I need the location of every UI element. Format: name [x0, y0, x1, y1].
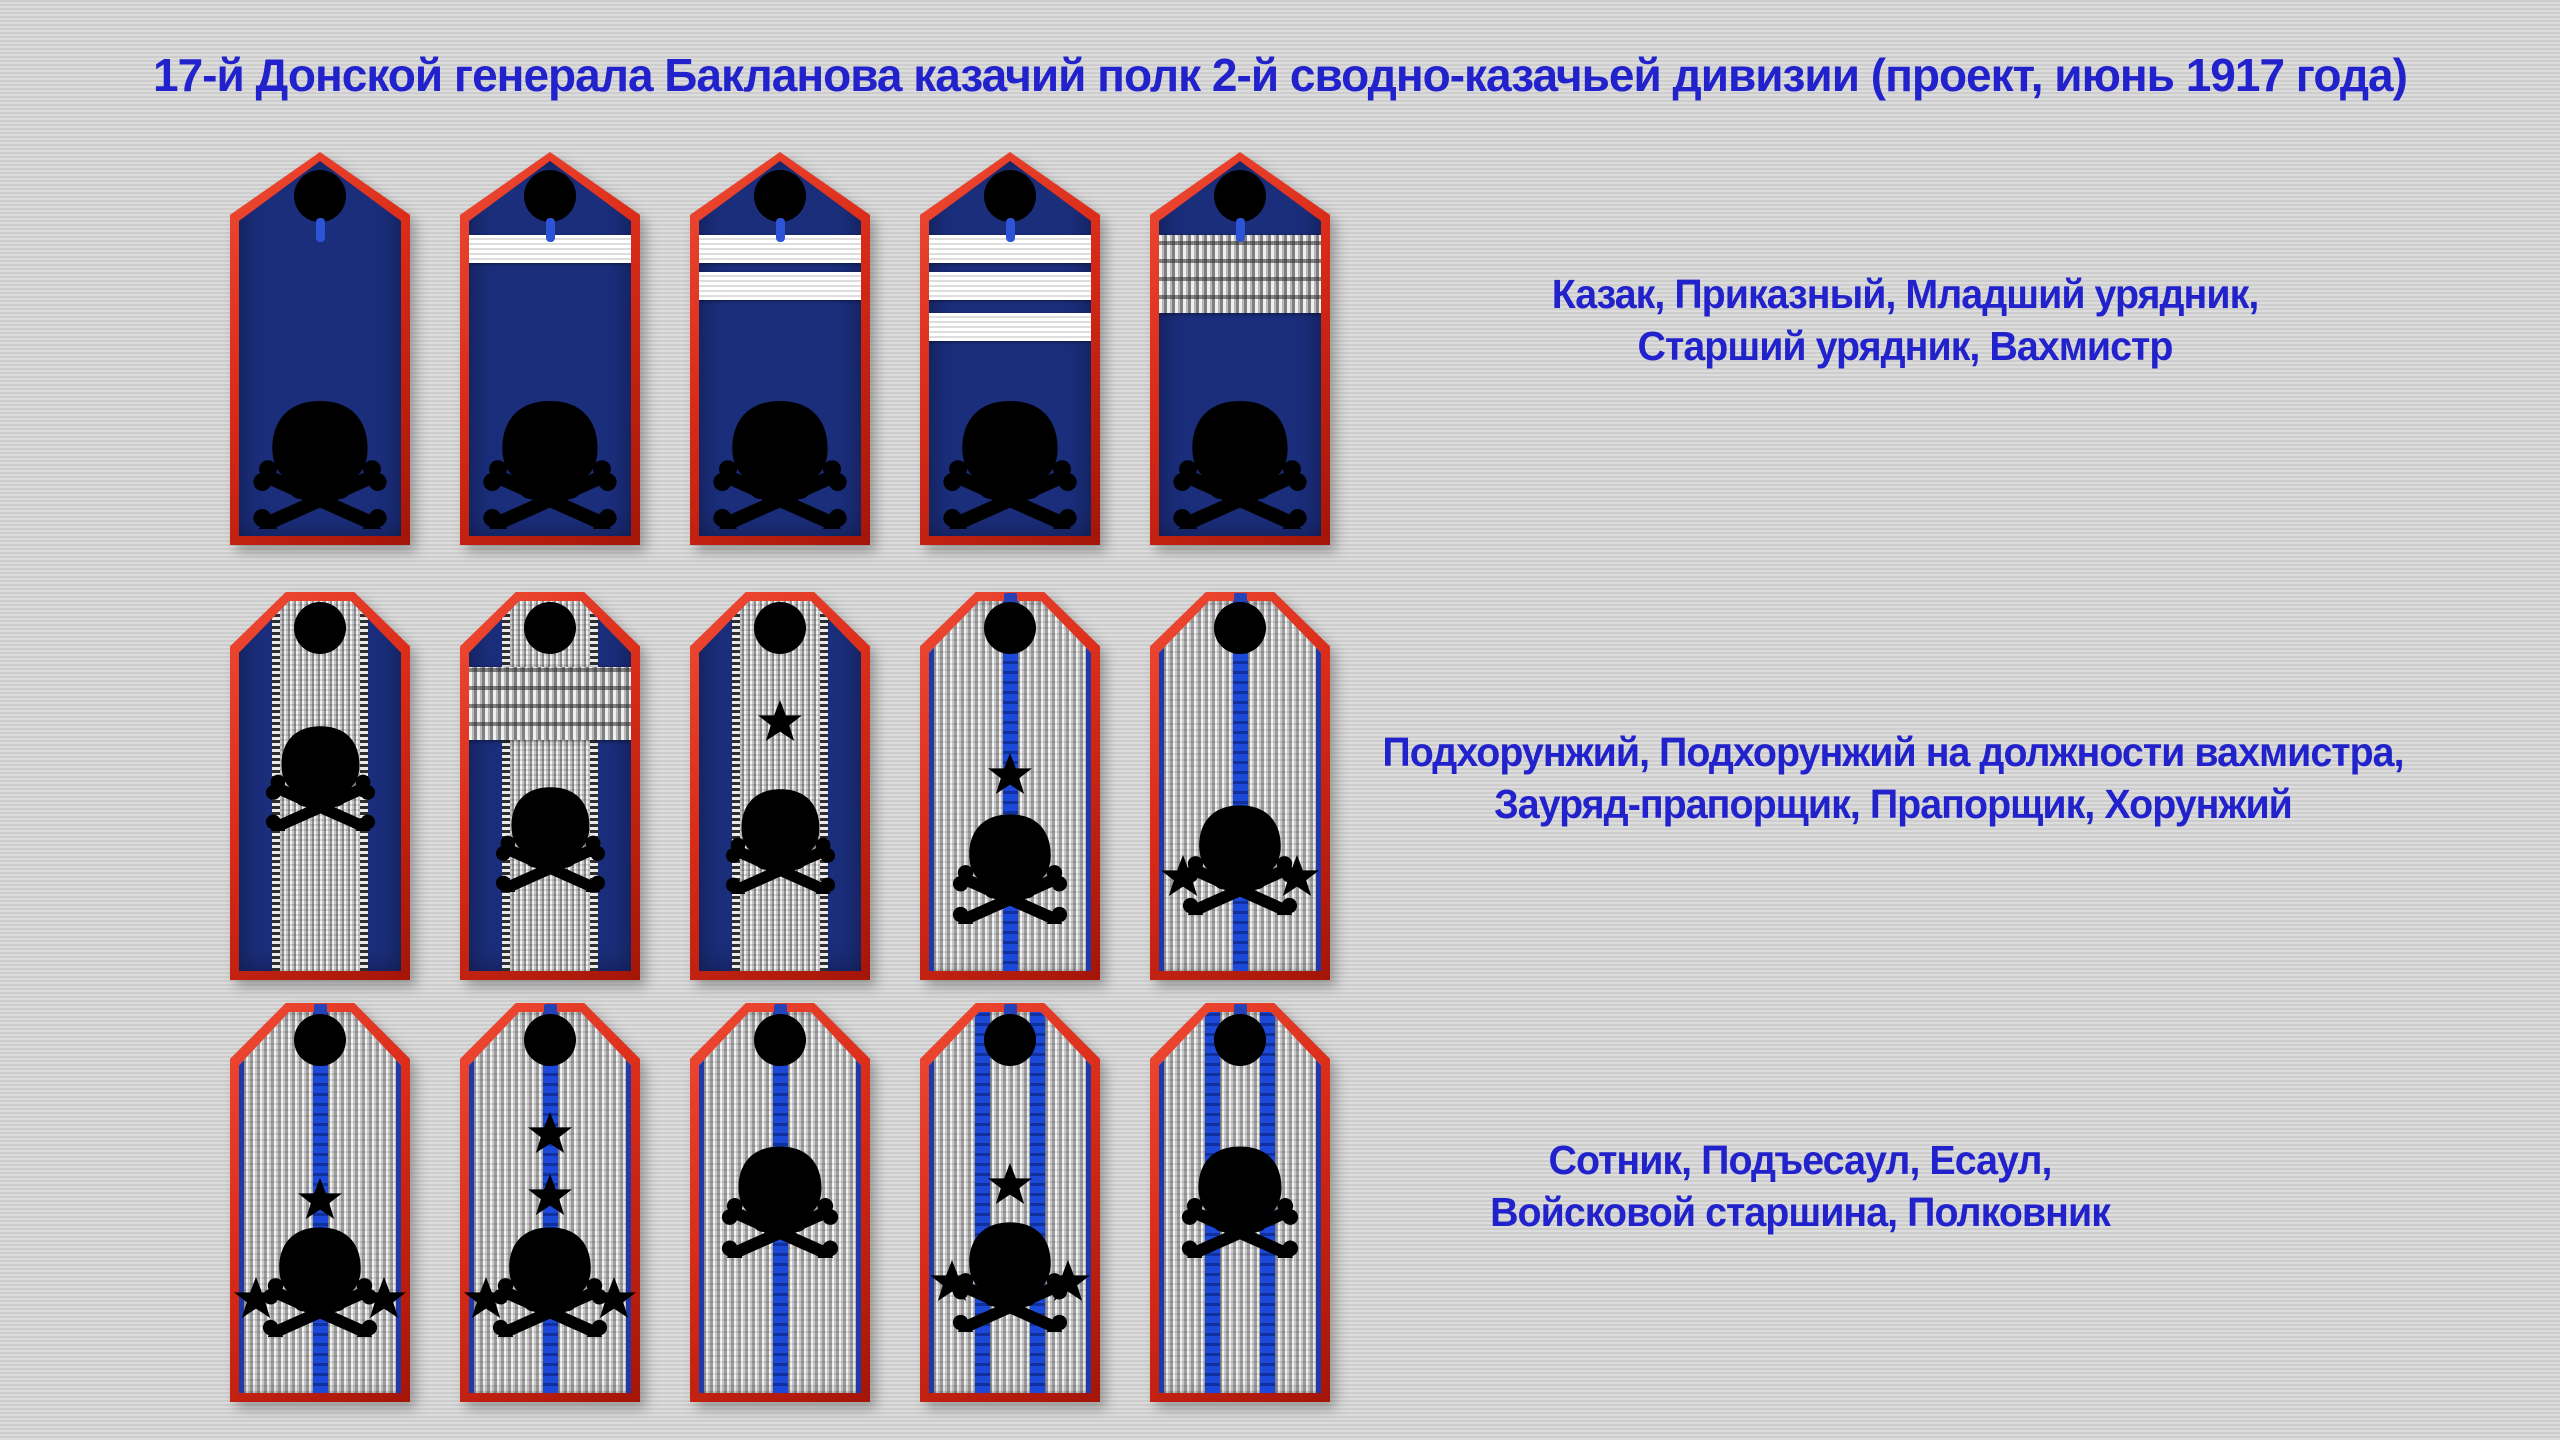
button-icon — [753, 601, 807, 655]
shoulder-strap-row3-3 — [690, 1003, 870, 1402]
blue-edge-right — [856, 1012, 861, 1393]
shoulder-strap-row2-1 — [230, 592, 410, 980]
star-icon — [988, 753, 1032, 794]
shoulder-strap-row1-1 — [230, 152, 410, 545]
star-icon — [528, 1112, 572, 1153]
galloon-band — [1159, 235, 1321, 313]
star-icon — [988, 1163, 1032, 1204]
button-icon — [983, 601, 1037, 655]
star-icon — [1275, 855, 1319, 896]
blue-edge-left — [929, 1012, 934, 1393]
blue-edge-right — [1316, 601, 1321, 971]
button-icon — [983, 1013, 1037, 1067]
skull-crossbones-icon — [480, 401, 620, 529]
shoulder-strap-row3-4 — [920, 1003, 1100, 1402]
button-icon — [293, 1013, 347, 1067]
button-icon — [293, 601, 347, 655]
blue-edge-left — [1159, 1012, 1164, 1393]
skull-crossbones-icon — [1179, 1145, 1301, 1258]
button-icon — [983, 169, 1037, 223]
blue-edge-right — [1086, 1012, 1091, 1393]
blue-edge-left — [469, 1012, 474, 1393]
star-icon — [758, 700, 802, 741]
skull-crossbones-icon — [710, 401, 850, 529]
skull-crossbones-icon — [950, 813, 1070, 924]
shoulder-strap-row1-4 — [920, 152, 1100, 545]
star-icon — [362, 1277, 406, 1318]
shoulder-strap-row2-3 — [690, 592, 870, 980]
blue-edge-right — [1316, 1012, 1321, 1393]
blue-edge-right — [1086, 601, 1091, 971]
star-icon — [528, 1174, 572, 1215]
rank-stripe — [699, 272, 861, 300]
star-icon — [1161, 855, 1205, 896]
shoulder-strap-row2-5 — [1150, 592, 1330, 980]
star-icon — [592, 1277, 636, 1318]
buttonhole-stitch — [775, 218, 785, 242]
button-icon — [523, 169, 577, 223]
shoulder-strap-row1-3 — [690, 152, 870, 545]
strap-field — [1159, 601, 1321, 971]
blue-edge-left — [929, 601, 934, 971]
button-icon — [753, 1013, 807, 1067]
skull-crossbones-icon — [493, 787, 607, 892]
skull-crossbones-icon — [940, 401, 1080, 529]
button-icon — [753, 169, 807, 223]
strap-field — [929, 1012, 1091, 1393]
skull-crossbones-icon — [719, 1145, 841, 1258]
shoulder-strap-row2-4 — [920, 592, 1100, 980]
buttonhole-stitch — [545, 218, 555, 242]
shoulder-strap-row3-5 — [1150, 1003, 1330, 1402]
blue-gap-stripe — [1232, 601, 1248, 971]
center-galloon-stripe — [502, 601, 598, 971]
skull-crossbones-icon — [1170, 401, 1310, 529]
rank-label-row3-line2: Войсковой старшина, Полковник — [1490, 1189, 2111, 1235]
rank-stripe — [929, 272, 1091, 300]
button-icon — [1213, 169, 1267, 223]
buttonhole-stitch — [1005, 218, 1015, 242]
shoulder-strap-row1-2 — [460, 152, 640, 545]
blue-edge-right — [396, 1012, 401, 1393]
chart-title: 17-й Донской генерала Бакланова казачий … — [153, 49, 2408, 101]
galloon-band — [469, 667, 631, 740]
rank-label-row1-line2: Старший урядник, Вахмистр — [1637, 323, 2174, 369]
shoulder-strap-row1-5 — [1150, 152, 1330, 545]
blue-edge-left — [699, 1012, 704, 1393]
buttonhole-stitch — [1235, 218, 1245, 242]
shoulder-strap-row3-2 — [460, 1003, 640, 1402]
rank-stripe — [929, 313, 1091, 341]
rank-label-row1: Казак, Приказный, Младший урядник, Старш… — [1551, 268, 2260, 372]
star-icon — [298, 1178, 342, 1219]
rank-label-row3: Сотник, Подъесаул, Есаул, Войсковой стар… — [1490, 1134, 2111, 1238]
strap-field — [699, 1012, 861, 1393]
star-icon — [234, 1277, 278, 1318]
button-icon — [523, 601, 577, 655]
star-icon — [1046, 1260, 1090, 1301]
skull-crossbones-icon — [723, 789, 837, 894]
strap-field — [469, 601, 631, 971]
button-icon — [523, 1013, 577, 1067]
rank-label-row2-line2: Зауряд-прапорщик, Прапорщик, Хорунжий — [1494, 781, 2293, 827]
rank-label-row3-line1: Сотник, Подъесаул, Есаул, — [1548, 1137, 2053, 1183]
button-icon — [293, 169, 347, 223]
skull-crossbones-icon — [250, 401, 390, 529]
rank-label-row2-line1: Подхорунжий, Подхорунжий на должности ва… — [1382, 729, 2404, 775]
shoulder-strap-row2-2 — [460, 592, 640, 980]
star-icon — [930, 1260, 974, 1301]
strap-field — [699, 601, 861, 971]
center-galloon-stripe — [732, 601, 828, 971]
blue-edge-right — [626, 1012, 631, 1393]
blue-edge-left — [1159, 601, 1164, 971]
shoulder-strap-row3-1 — [230, 1003, 410, 1402]
buttonhole-stitch — [315, 218, 325, 242]
button-icon — [1213, 601, 1267, 655]
button-icon — [1213, 1013, 1267, 1067]
rank-label-row2: Подхорунжий, Подхорунжий на должности ва… — [1382, 726, 2404, 830]
star-icon — [464, 1277, 508, 1318]
blue-edge-left — [239, 1012, 244, 1393]
rank-label-row1-line1: Казак, Приказный, Младший урядник, — [1551, 271, 2260, 317]
skull-crossbones-icon — [263, 726, 377, 831]
